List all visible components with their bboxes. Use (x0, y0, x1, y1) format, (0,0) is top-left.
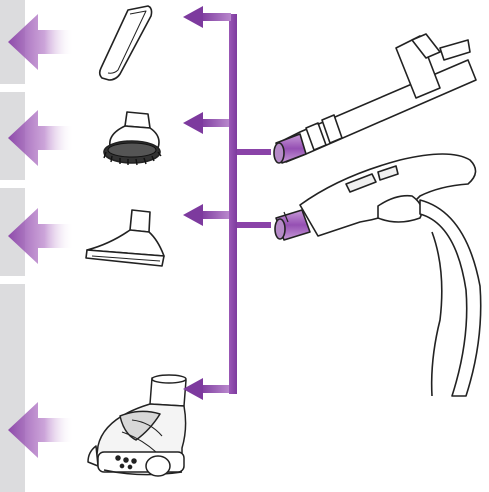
side-panel-4 (0, 284, 25, 492)
small-arrow-1-icon (183, 6, 231, 28)
connector-branch-handle (237, 222, 271, 228)
small-arrow-4-icon (183, 378, 229, 400)
hose-handle-icon (275, 154, 481, 396)
turbo-brush-icon (88, 375, 186, 476)
connector-branch-wand (237, 149, 271, 155)
wand-tube-icon (274, 34, 476, 163)
upholstery-tool-icon (86, 210, 164, 266)
small-arrow-2-icon (183, 112, 229, 134)
dusting-brush-icon (104, 112, 161, 165)
small-arrow-3-icon (183, 204, 229, 226)
fit-connector (183, 6, 271, 400)
connector-bus (229, 14, 237, 394)
crevice-tool-icon (100, 6, 152, 80)
